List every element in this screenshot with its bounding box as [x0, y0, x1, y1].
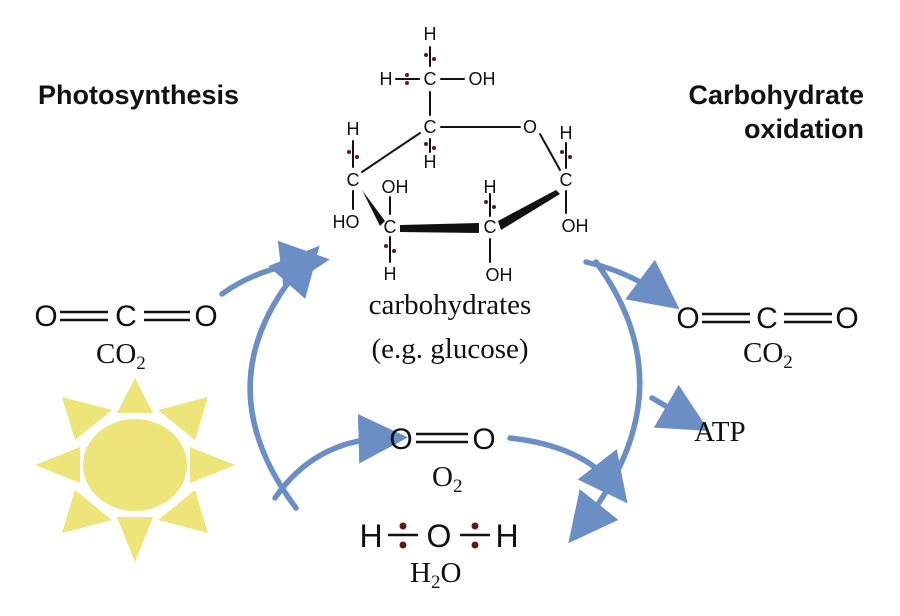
arrow-o2-to-oxidation [507, 435, 628, 504]
atom-c6: C [424, 69, 437, 89]
atom-h-c1: H [560, 123, 573, 143]
sun-ray-downright [158, 490, 208, 533]
atom-oh-c2: OH [486, 265, 513, 285]
atom-c5: C [424, 117, 437, 137]
glucose-wedges [362, 190, 560, 233]
sun-ray-upleft [62, 397, 112, 440]
formula-subscript: 2 [136, 353, 146, 374]
electron-dot [355, 155, 359, 159]
arrows [219, 240, 710, 544]
atom-o: O [427, 518, 452, 554]
sun-ray-upright [158, 397, 208, 440]
sun-ray-downleft [62, 490, 112, 533]
formula-main: CO [96, 338, 137, 370]
h2o-formula: H2O [410, 556, 461, 600]
bond-c5-c4 [361, 132, 421, 173]
atom-o: O [34, 300, 57, 333]
atp-label: ATP [694, 416, 746, 448]
electron-dot [392, 249, 396, 253]
atom-c3: C [384, 217, 397, 237]
formula-post: O [440, 557, 462, 589]
atom-oh-c3: OH [382, 177, 409, 197]
heading-line-1: Carbohydrate [688, 80, 864, 110]
sun-icon [35, 378, 235, 562]
photosynthesis-heading-text: Photosynthesis [38, 80, 240, 110]
electron-dot [399, 541, 407, 549]
wedge-c4-c3 [362, 190, 385, 226]
atom-c4: C [347, 170, 360, 190]
electron-dot [568, 155, 572, 159]
atom-o: O [472, 423, 495, 456]
electron-dot [424, 53, 428, 57]
o2-formula: O2 [432, 460, 462, 504]
atom-o: O [194, 300, 217, 333]
formula-main: CO [743, 337, 784, 369]
bond-o-c1 [539, 133, 561, 171]
atom-h-c5: H [424, 152, 437, 172]
wedge-c3-c2 [400, 223, 479, 233]
atom-o-ring: O [523, 117, 537, 137]
atom-c: C [115, 300, 137, 333]
atom-h: H [495, 518, 518, 554]
arrow-h2o-to-o2 [272, 414, 408, 501]
sun-disc [83, 419, 187, 511]
atom-ho-c4: HO [333, 212, 360, 232]
atom-h-c6-left: H [380, 69, 393, 89]
sun-ray-left [35, 447, 80, 483]
electron-dot [492, 205, 496, 209]
formula-subscript: 2 [783, 352, 793, 373]
electron-dot [432, 57, 436, 61]
atom-c2: C [484, 217, 497, 237]
glucose-electron-dots [347, 53, 572, 253]
electron-dot [471, 541, 479, 549]
electron-dot [560, 150, 564, 154]
electron-dot [432, 146, 436, 150]
sun-ray-down [117, 517, 153, 562]
co2-molecule-left: O C O [34, 300, 217, 333]
arrow-sun-cycle [247, 245, 320, 511]
glucose-example-label: (e.g. glucose) [371, 333, 529, 365]
atom-h: H [359, 518, 382, 554]
sun-ray-up [117, 378, 153, 413]
formula-pre: H [410, 557, 431, 589]
formula-subscript: 2 [430, 572, 441, 593]
atom-h-c2: H [484, 177, 497, 197]
co2-formula-left: CO2 [96, 337, 146, 381]
photosynthesis-heading: Photosynthesis [38, 78, 239, 112]
h2o-molecule: H O H [359, 518, 518, 554]
sun-ray-right [190, 447, 235, 483]
electron-dot [471, 522, 479, 530]
atom-oh-c1: OH [562, 216, 589, 236]
electron-dot [424, 142, 428, 146]
co2-formula-right: CO2 [743, 336, 793, 380]
arrow-to-atp [649, 384, 710, 432]
atom-h-c6-top: H [424, 24, 437, 44]
o2-molecule: O O [389, 423, 495, 456]
carbohydrates-label: carbohydrates [368, 289, 532, 321]
wedge-c2-c1 [498, 190, 560, 230]
electron-dot [399, 522, 407, 530]
glucose-atoms: H H C OH C O H H C OH HO C H H C OH H C … [333, 24, 589, 285]
atom-h-c3: H [384, 264, 397, 284]
atom-c: C [756, 302, 778, 335]
electron-dot [484, 200, 488, 204]
electron-dot [347, 150, 351, 154]
atom-o: O [676, 302, 699, 335]
glucose-bonds [352, 46, 567, 263]
electron-dot [405, 73, 409, 77]
atom-o: O [835, 302, 858, 335]
formula-main: O [432, 461, 453, 493]
carbohydrate-oxidation-heading: Carbohydrate oxidation [640, 78, 864, 146]
atom-o: O [389, 423, 412, 456]
atom-h-c4: H [347, 119, 360, 139]
electron-dot [384, 244, 388, 248]
atom-oh-c6: OH [469, 69, 496, 89]
heading-line-2: oxidation [744, 114, 864, 144]
co2-molecule-right: O C O [676, 302, 858, 335]
electron-dot [405, 81, 409, 85]
atom-c1: C [560, 170, 573, 190]
formula-subscript: 2 [452, 476, 463, 497]
